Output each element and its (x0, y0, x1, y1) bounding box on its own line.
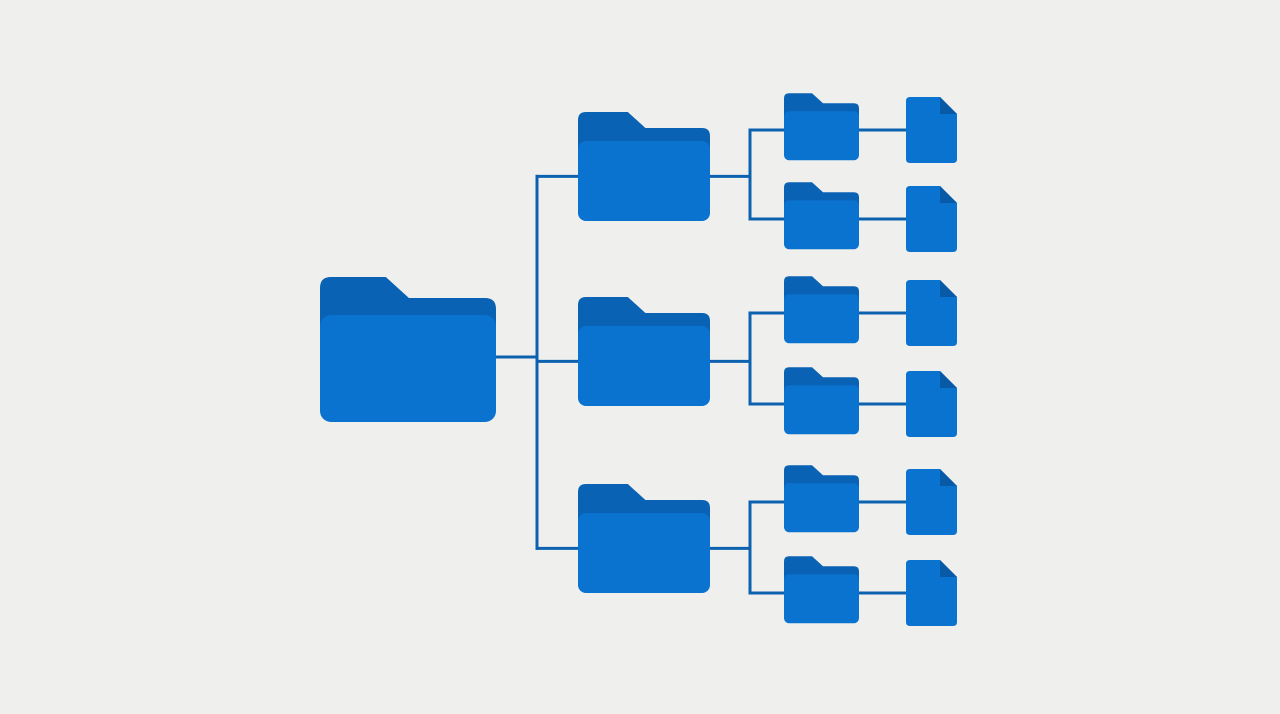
file-icon (906, 560, 957, 626)
folder-front-panel (578, 141, 710, 221)
folder-front-panel (320, 315, 496, 422)
file-corner-fold (940, 469, 957, 486)
file-icon (906, 371, 957, 437)
file-icon (906, 280, 957, 346)
folder-front-panel (578, 513, 710, 593)
folder-front-panel (784, 111, 859, 161)
file-corner-fold (940, 371, 957, 388)
file-corner-fold (940, 186, 957, 203)
root-folder-icon (320, 277, 496, 422)
file-icon (906, 469, 957, 535)
subfolder-icon (578, 297, 710, 406)
leaf-folder-icon (784, 93, 859, 161)
subfolder-icon (578, 484, 710, 593)
folder-front-panel (578, 326, 710, 406)
folder-front-panel (784, 294, 859, 344)
folder-front-panel (784, 574, 859, 624)
leaf-folder-icon (784, 465, 859, 533)
folder-front-panel (784, 200, 859, 250)
leaf-folder-icon (784, 367, 859, 435)
folder-front-panel (784, 385, 859, 435)
file-corner-fold (940, 560, 957, 577)
file-icon (906, 97, 957, 163)
file-icon (906, 186, 957, 252)
file-corner-fold (940, 280, 957, 297)
leaf-folder-icon (784, 556, 859, 624)
leaf-folder-icon (784, 182, 859, 250)
file-corner-fold (940, 97, 957, 114)
subfolder-icon (578, 112, 710, 221)
folder-front-panel (784, 483, 859, 533)
leaf-folder-icon (784, 276, 859, 344)
